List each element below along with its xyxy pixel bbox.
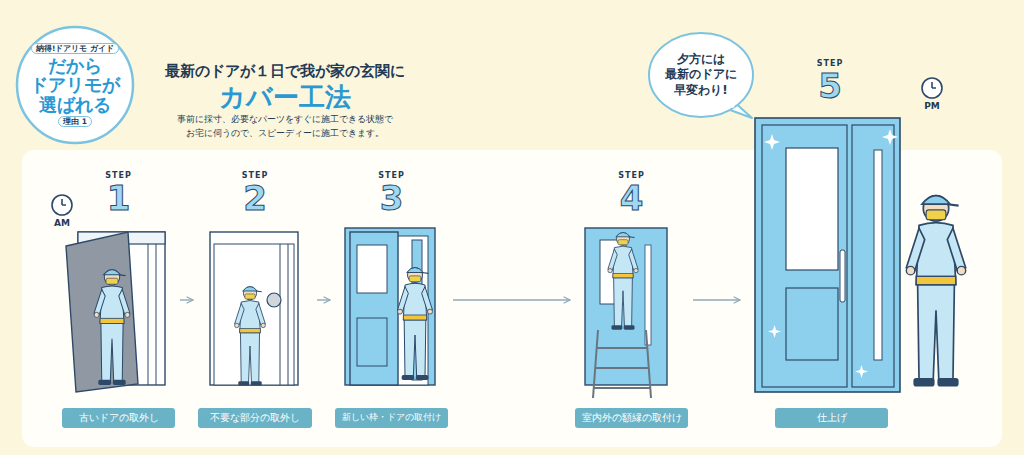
caption-text: 室内外の額縁の取付け — [582, 412, 682, 425]
step5-illustration-part — [852, 125, 894, 387]
step5-illustration-part-part — [768, 325, 781, 338]
time-label: PM — [920, 101, 944, 112]
step-panel: STEP5 仕上げ — [745, 56, 915, 428]
step5-illustration-part — [764, 129, 898, 378]
clock-icon-part — [922, 78, 942, 98]
step3-illustration — [345, 228, 435, 385]
step1-illustration-part — [66, 232, 138, 392]
clock-icon-part — [52, 195, 72, 215]
reason-badge: 納得!ドアリモ ガイドだから ドアリモが 選ばれる理由 1 — [15, 25, 135, 145]
step2-illustration-part — [235, 287, 266, 386]
step-arrow — [453, 299, 570, 300]
bubble-text: 夕方には 最新のドアに 早変わり! — [658, 52, 744, 99]
step2-illustration-part — [267, 293, 281, 307]
time-label: AM — [50, 218, 74, 229]
step-caption: 仕上げ — [775, 408, 888, 428]
step-arrow — [693, 299, 740, 300]
step2-illustration-part — [210, 232, 298, 385]
step5-illustration-part — [840, 250, 845, 302]
step3-illustration-part — [398, 268, 433, 381]
step5-illustration-part — [762, 125, 847, 387]
step5-illustration-part-part — [882, 129, 898, 145]
step2-illustration — [210, 232, 298, 386]
step-caption: 室内外の額縁の取付け — [575, 408, 688, 428]
step3-illustration-part — [357, 318, 387, 366]
step5-illustration-part — [755, 118, 900, 392]
speech-bubble: 夕方には 最新のドアに 早変わり! — [648, 32, 754, 118]
step1-illustration — [66, 232, 165, 392]
step5-illustration-part-part — [855, 365, 868, 378]
step5-illustration — [755, 118, 966, 392]
bubble-outline — [649, 33, 753, 117]
step-arrow — [180, 299, 193, 300]
step-arrow — [317, 299, 330, 300]
step-caption: 不要な部分の取外し — [198, 408, 312, 428]
step-number: 4 — [620, 181, 644, 215]
step3-illustration-part — [350, 232, 398, 385]
badge-tag: 納得!ドアリモ ガイド — [31, 43, 119, 54]
description-text: 事前に採寸、必要なパーツをすぐに施工できる状態で お宅に伺うので、スピーディーに… — [165, 113, 405, 141]
caption-text: 新しい枠・ドアの取付け — [342, 412, 441, 424]
step-panel: STEP4 室内外の額縁の取付け — [575, 168, 688, 428]
step3-illustration-part — [345, 228, 435, 385]
step-panel: STEP1 古いドアの取外し — [62, 168, 175, 428]
step-panel: STEP2 不要な部分の取外し — [198, 168, 312, 428]
method-heading: カバー工法 — [150, 82, 420, 113]
step4-illustration — [585, 228, 667, 398]
step5-illustration-part — [786, 148, 838, 270]
step1-illustration-part — [94, 270, 130, 385]
step-number: 5 — [818, 69, 842, 103]
step-number: 1 — [107, 181, 131, 215]
step4-illustration-part-part — [595, 367, 649, 369]
step-label: STEP — [378, 172, 405, 180]
step2-illustration-part — [280, 244, 281, 385]
step1-illustration-part — [156, 244, 157, 385]
step-label: STEP — [105, 172, 132, 180]
caption-text: 古いドアの取外し — [79, 412, 159, 425]
step-label: STEP — [242, 172, 269, 180]
caption-text: 不要な部分の取外し — [210, 412, 300, 425]
step-number: 2 — [243, 181, 267, 215]
bubble-tail — [728, 102, 734, 107]
step5-illustration-part — [906, 196, 965, 387]
step4-illustration-part — [608, 232, 638, 329]
badge-circle — [17, 27, 133, 143]
step2-illustration-part — [288, 244, 289, 385]
step-panel: STEP3 新しい枠・ドアの取付け — [335, 168, 448, 428]
caption-text: 仕上げ — [817, 412, 847, 425]
step4-illustration-part — [593, 330, 651, 398]
step4-illustration-part-part — [594, 387, 650, 389]
badge-number: 理由 1 — [58, 116, 92, 127]
step-number: 3 — [380, 181, 404, 215]
step-caption: 新しい枠・ドアの取付け — [335, 408, 448, 428]
badge-heading: だから ドアリモが 選ばれる — [25, 54, 125, 116]
step-caption: 古いドアの取外し — [62, 408, 175, 428]
step4-illustration-part — [645, 245, 651, 345]
step4-illustration-part — [585, 228, 667, 385]
step1-illustration-part — [148, 244, 149, 385]
step2-illustration-part — [214, 244, 294, 385]
step-label: STEP — [817, 60, 844, 68]
page-title: 最新のドアが１日で我が家の玄関に — [150, 62, 420, 81]
step3-illustration-part — [357, 245, 387, 293]
step-label: STEP — [618, 172, 645, 180]
step4-illustration-part-part — [597, 347, 647, 349]
step5-illustration-part-part — [764, 134, 780, 150]
step5-illustration-part — [786, 288, 838, 360]
step5-illustration-part — [874, 150, 882, 360]
